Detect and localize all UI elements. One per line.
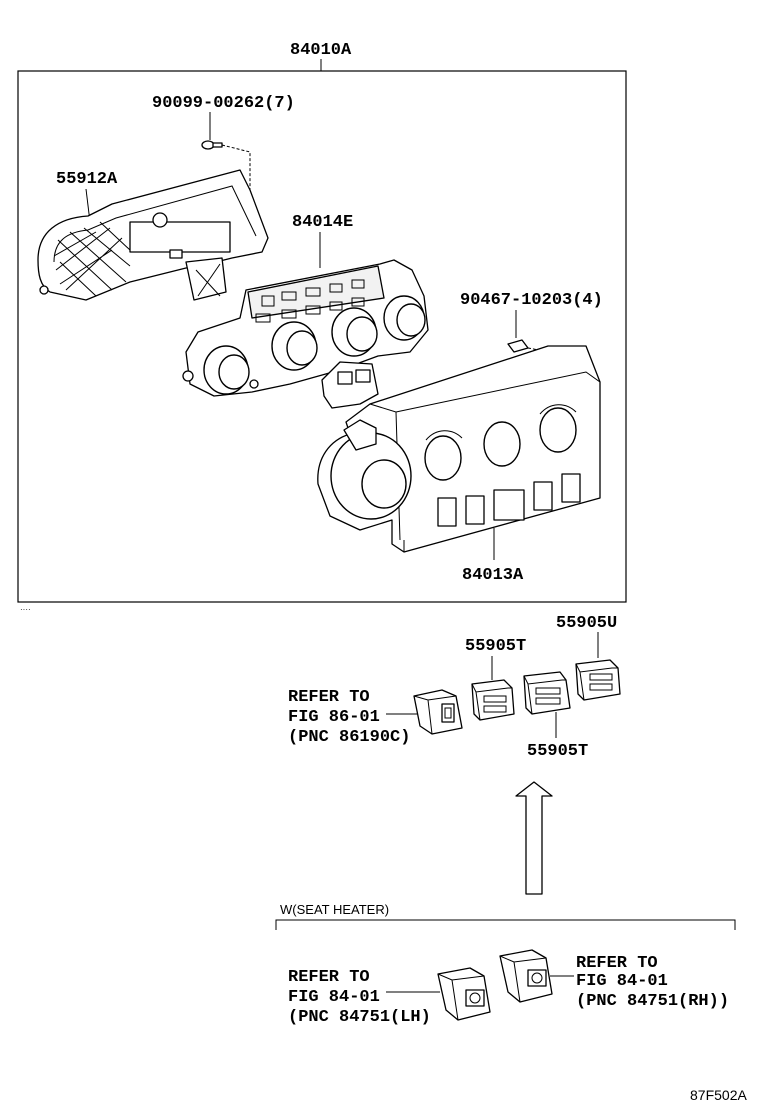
bezel-55912A bbox=[37, 169, 269, 301]
refer-rh-line3: (PNC 84751(RH)) bbox=[576, 992, 729, 1011]
label-55912A: 55912A bbox=[56, 170, 118, 189]
panel-knobs bbox=[203, 295, 426, 395]
label-55905T-upper: 55905T bbox=[465, 637, 526, 656]
refer-lh-line2: FIG 84-01 bbox=[288, 988, 380, 1007]
refer-lh-line3: (PNC 84751(LH) bbox=[288, 1008, 431, 1027]
figure-code: 87F502A bbox=[690, 1087, 747, 1103]
refer-rh-line2: FIG 84-01 bbox=[576, 972, 668, 991]
refer-lh-line1: REFER TO bbox=[288, 968, 370, 987]
knob-cap-55905U bbox=[575, 659, 621, 701]
assembly-frame bbox=[17, 70, 627, 603]
panel-display bbox=[255, 279, 365, 323]
control-panel-84014E bbox=[182, 259, 429, 409]
arrow-up-icon bbox=[515, 781, 553, 895]
base-slots bbox=[437, 473, 581, 527]
label-55905T-lower: 55905T bbox=[527, 742, 588, 761]
frame-tick: ···· bbox=[20, 605, 31, 614]
label-clip: 90467-10203(4) bbox=[460, 291, 603, 310]
seat-heater-switch-rh bbox=[499, 949, 553, 1003]
label-screw: 90099-00262(7) bbox=[152, 94, 295, 113]
seat-heater-switch-lh bbox=[437, 967, 491, 1021]
clip-icon bbox=[507, 339, 529, 353]
seat-heater-group-label: W(SEAT HEATER) bbox=[280, 902, 389, 917]
refer-86-line2: FIG 86-01 bbox=[288, 708, 380, 727]
refer-86-line1: REFER TO bbox=[288, 688, 370, 707]
label-55905U: 55905U bbox=[556, 614, 617, 633]
label-84013A: 84013A bbox=[462, 566, 524, 585]
knob-cap-55905T-lower bbox=[523, 671, 571, 715]
knob-cap-55905T-upper bbox=[471, 679, 515, 721]
switch-icon bbox=[413, 689, 463, 735]
refer-86-line3: (PNC 86190C) bbox=[288, 728, 410, 747]
refer-rh-line1: REFER TO bbox=[576, 954, 658, 973]
label-84014E: 84014E bbox=[292, 213, 353, 232]
label-84010A: 84010A bbox=[290, 41, 352, 60]
base-unit-84013A bbox=[317, 345, 601, 553]
screw-icon bbox=[201, 140, 223, 150]
